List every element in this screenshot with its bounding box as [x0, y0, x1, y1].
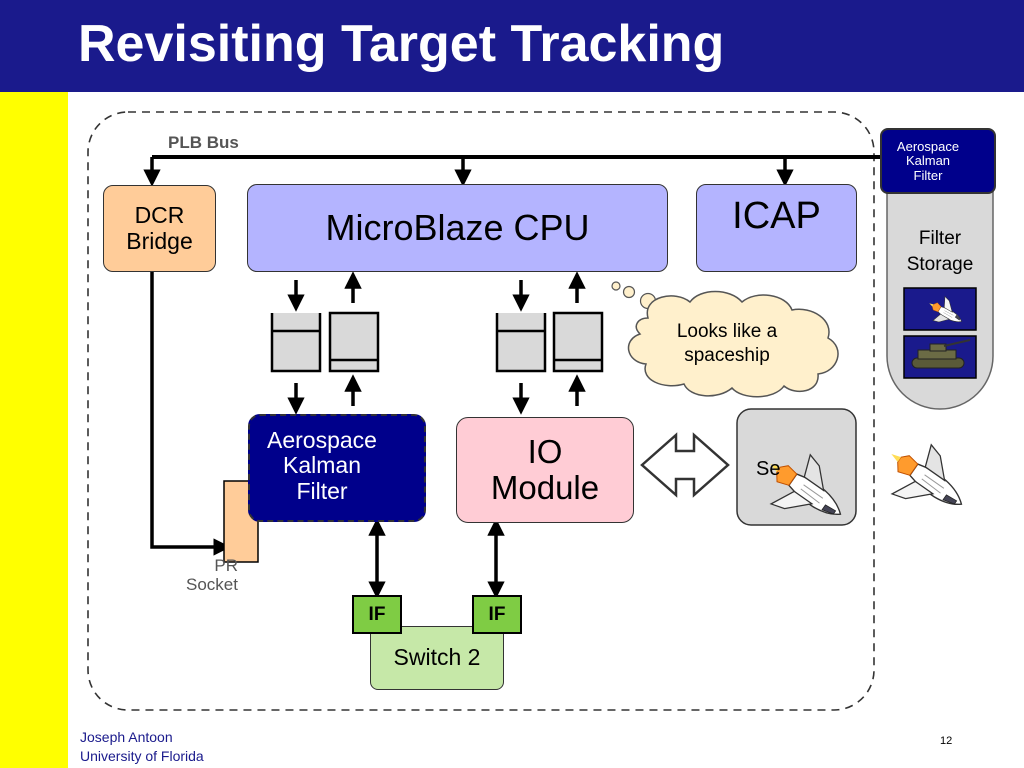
fifo-right-a — [495, 313, 547, 373]
tank-icon — [911, 339, 971, 369]
icap-label: ICAP — [732, 195, 821, 237]
double-arrow-icon — [640, 432, 730, 498]
dcr-bridge-block[interactable]: DCR Bridge — [103, 185, 216, 272]
thought-bubble-text: Looks like a spaceship — [676, 321, 778, 366]
slide-title: Revisiting Target Tracking — [78, 15, 725, 73]
if-box-right: IF — [472, 595, 522, 634]
storage-top-filter[interactable]: Aerospace Kalman Filter — [880, 128, 996, 194]
filter-storage-label: Filter Storage — [906, 228, 974, 275]
fifo-left-b — [328, 311, 380, 373]
if-left-label: IF — [368, 603, 386, 625]
switch-block[interactable]: Switch 2 — [370, 626, 504, 690]
if-box-left: IF — [352, 595, 402, 634]
bus-label: PLB Bus — [168, 133, 239, 152]
pr-socket-label: PR Socket — [186, 556, 238, 594]
thought-dot-2 — [622, 285, 636, 299]
cpu-label: MicroBlaze CPU — [325, 207, 590, 248]
microblaze-cpu-block[interactable]: MicroBlaze CPU — [247, 184, 668, 272]
fpga-region — [87, 111, 875, 711]
footer-affiliation: University of Florida — [80, 748, 204, 764]
io-module-block[interactable]: IO Module — [456, 417, 634, 523]
thought-dot-1 — [611, 281, 621, 291]
kalman-filter-block[interactable]: Aerospace Kalman Filter — [248, 414, 426, 522]
fifo-right-b — [552, 311, 604, 373]
footer-author: Joseph Antoon — [80, 729, 173, 745]
icap-block[interactable]: ICAP — [696, 184, 857, 272]
switch-label: Switch 2 — [393, 644, 481, 670]
io-module-label: IO Module — [490, 432, 600, 506]
thought-bubble — [627, 290, 839, 398]
space-shuttle-icon — [872, 428, 981, 531]
dcr-to-socket-line — [150, 272, 231, 556]
storage-top-label: Aerospace Kalman Filter — [896, 139, 960, 183]
page-number: 12 — [940, 735, 953, 747]
socket-partial-label: Se — [756, 458, 781, 480]
if-right-label: IF — [488, 603, 506, 625]
side-bar — [0, 92, 68, 768]
title-bar — [0, 0, 1024, 92]
kalman-label: Aerospace Kalman Filter — [267, 427, 377, 504]
dcr-bridge-label: DCR Bridge — [126, 202, 193, 254]
fifo-left-a — [270, 313, 322, 373]
